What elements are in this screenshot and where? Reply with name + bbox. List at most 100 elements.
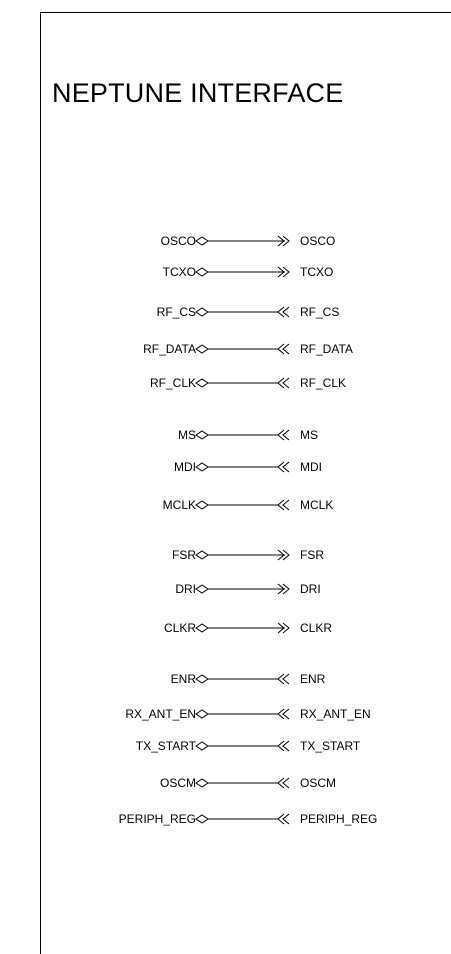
input-chevron-icon — [282, 673, 290, 685]
signal-row: TCXO TCXO — [163, 265, 334, 279]
input-chevron-icon — [277, 499, 285, 511]
input-chevron-icon — [282, 306, 290, 318]
input-chevron-icon — [277, 343, 285, 355]
signal-left-label: DRI — [175, 582, 196, 596]
signal-left-label: MS — [178, 428, 196, 442]
signal-left-label: ENR — [171, 672, 197, 686]
output-chevron-icon — [282, 235, 290, 247]
input-chevron-icon — [277, 673, 285, 685]
signal-left-label: RF_CS — [157, 305, 196, 319]
signal-left-label: RF_DATA — [143, 342, 196, 356]
signal-row: OSCO OSCO — [161, 234, 336, 248]
output-chevron-icon — [282, 583, 290, 595]
port-diamond-icon — [195, 584, 209, 594]
input-chevron-icon — [277, 777, 285, 789]
signal-row: MDI MDI — [174, 460, 322, 474]
port-diamond-icon — [195, 344, 209, 354]
signal-row: RF_CS RF_CS — [157, 305, 340, 319]
signal-row: DRI DRI — [175, 582, 320, 596]
signal-left-label: CLKR — [164, 621, 196, 635]
signal-left-label: OSCM — [160, 776, 196, 790]
port-diamond-icon — [195, 500, 209, 510]
signal-right-label: TCXO — [300, 265, 333, 279]
port-diamond-icon — [195, 741, 209, 751]
port-diamond-icon — [195, 814, 209, 824]
signal-right-label: PERIPH_REG — [300, 812, 377, 826]
signal-row: RF_DATA RF_DATA — [143, 342, 353, 356]
signal-left-label: PERIPH_REG — [119, 812, 196, 826]
signal-left-label: OSCO — [161, 234, 196, 248]
signal-row: TX_START TX_START — [136, 739, 361, 753]
signal-left-label: FSR — [172, 548, 196, 562]
input-chevron-icon — [282, 499, 290, 511]
signal-row: CLKR CLKR — [164, 621, 332, 635]
input-chevron-icon — [277, 461, 285, 473]
signal-right-label: OSCM — [300, 776, 336, 790]
output-chevron-icon — [277, 622, 285, 634]
signal-left-label: TCXO — [163, 265, 196, 279]
input-chevron-icon — [282, 343, 290, 355]
output-chevron-icon — [277, 583, 285, 595]
output-chevron-icon — [282, 622, 290, 634]
signal-right-label: RX_ANT_EN — [300, 707, 371, 721]
signal-right-label: MDI — [300, 460, 322, 474]
input-chevron-icon — [277, 306, 285, 318]
signal-right-label: DRI — [300, 582, 321, 596]
signal-right-label: RF_DATA — [300, 342, 353, 356]
signal-right-label: MS — [300, 428, 318, 442]
input-chevron-icon — [277, 813, 285, 825]
signal-right-label: FSR — [300, 548, 324, 562]
input-chevron-icon — [277, 740, 285, 752]
diagram-title: NEPTUNE INTERFACE — [52, 78, 344, 108]
signal-row: FSR FSR — [172, 548, 324, 562]
signal-right-label: CLKR — [300, 621, 332, 635]
port-diamond-icon — [195, 307, 209, 317]
signal-left-label: MDI — [174, 460, 196, 474]
input-chevron-icon — [282, 777, 290, 789]
signal-row: MS MS — [178, 428, 318, 442]
port-diamond-icon — [195, 236, 209, 246]
port-diamond-icon — [195, 674, 209, 684]
input-chevron-icon — [282, 813, 290, 825]
input-chevron-icon — [282, 429, 290, 441]
output-chevron-icon — [282, 266, 290, 278]
signal-right-label: TX_START — [300, 739, 361, 753]
input-chevron-icon — [277, 377, 285, 389]
output-chevron-icon — [282, 549, 290, 561]
input-chevron-icon — [282, 708, 290, 720]
signal-row: RF_CLK RF_CLK — [150, 376, 346, 390]
signal-row: MCLK MCLK — [163, 498, 334, 512]
port-diamond-icon — [195, 709, 209, 719]
sheet-border-top — [40, 12, 451, 13]
input-chevron-icon — [282, 461, 290, 473]
signal-left-label: RF_CLK — [150, 376, 196, 390]
signal-row: ENR ENR — [171, 672, 326, 686]
signal-row: RX_ANT_EN RX_ANT_EN — [125, 707, 370, 721]
output-chevron-icon — [277, 266, 285, 278]
signal-left-label: RX_ANT_EN — [125, 707, 196, 721]
input-chevron-icon — [277, 708, 285, 720]
port-diamond-icon — [195, 462, 209, 472]
signal-left-label: TX_START — [136, 739, 197, 753]
sheet-border-left — [40, 12, 41, 954]
signal-right-label: MCLK — [300, 498, 333, 512]
signal-row: OSCM OSCM — [160, 776, 336, 790]
port-diamond-icon — [195, 550, 209, 560]
input-chevron-icon — [277, 429, 285, 441]
signal-right-label: RF_CS — [300, 305, 339, 319]
signal-row: PERIPH_REG PERIPH_REG — [119, 812, 378, 826]
signal-left-label: MCLK — [163, 498, 196, 512]
port-diamond-icon — [195, 267, 209, 277]
signal-right-label: RF_CLK — [300, 376, 346, 390]
input-chevron-icon — [282, 740, 290, 752]
signal-right-label: OSCO — [300, 234, 335, 248]
port-diamond-icon — [195, 378, 209, 388]
signal-right-label: ENR — [300, 672, 326, 686]
output-chevron-icon — [277, 235, 285, 247]
port-diamond-icon — [195, 623, 209, 633]
port-diamond-icon — [195, 778, 209, 788]
port-diamond-icon — [195, 430, 209, 440]
input-chevron-icon — [282, 377, 290, 389]
